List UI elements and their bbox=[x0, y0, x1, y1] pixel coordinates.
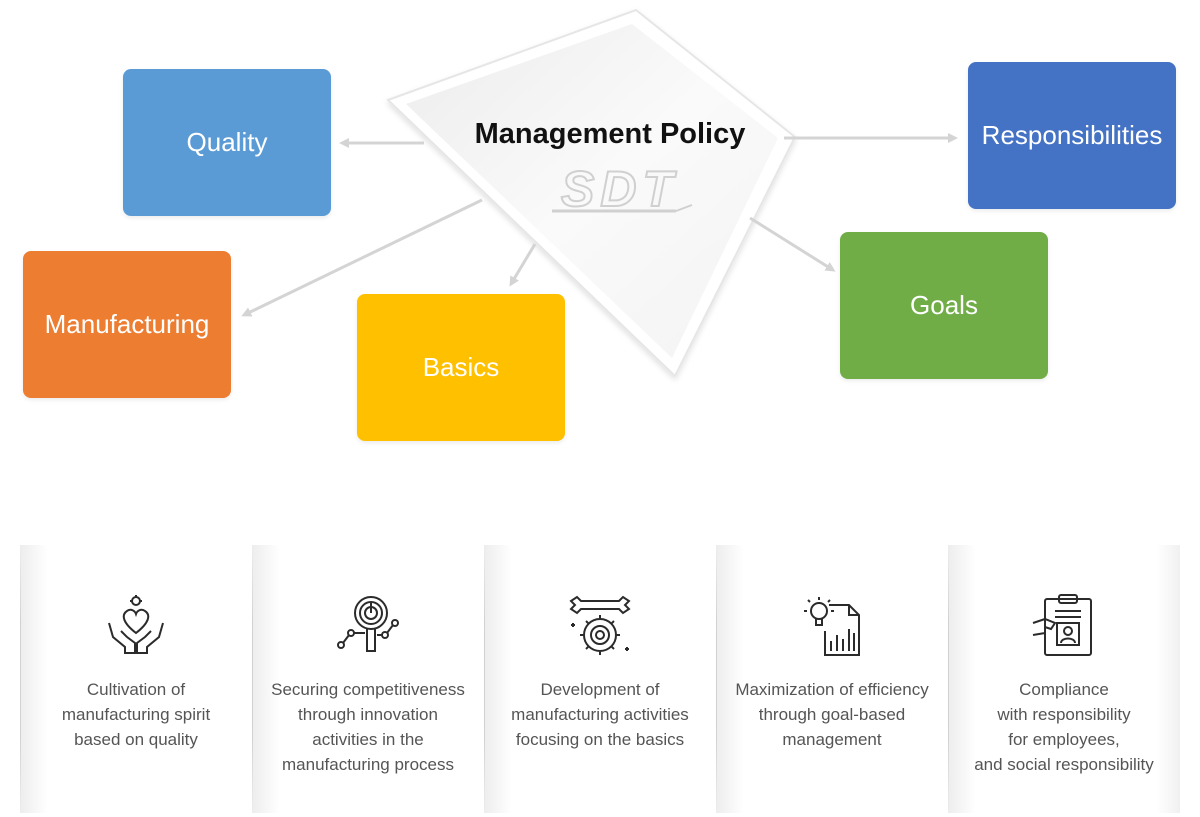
magnifier-chart-icon bbox=[337, 596, 399, 652]
panel-text-responsibility: Compliance with responsibility for emplo… bbox=[974, 680, 1154, 774]
heart-hands-icon bbox=[108, 595, 164, 654]
lightbulb-report-icon bbox=[804, 597, 860, 656]
panel-text-basics: Development of manufacturing activities … bbox=[511, 680, 689, 749]
center-diamond bbox=[386, 8, 797, 378]
quality-box: Quality bbox=[123, 69, 331, 216]
panel-basics: Development of manufacturing activities … bbox=[484, 545, 716, 813]
svg-text:SDT: SDT bbox=[561, 161, 679, 217]
arrow-to-basics bbox=[509, 243, 537, 287]
center-title: Management Policy bbox=[474, 118, 746, 150]
basics-box: Basics bbox=[357, 294, 565, 441]
arrow-to-manufacturing bbox=[241, 198, 483, 317]
clipboard-person-icon bbox=[1032, 594, 1092, 656]
panel-responsibility: Compliance with responsibility for emplo… bbox=[948, 545, 1180, 813]
responsibilities-box: Responsibilities bbox=[968, 62, 1176, 209]
panel-quality: Cultivation of manufacturing spirit base… bbox=[20, 545, 252, 813]
policy-panels: Cultivation of manufacturing spirit base… bbox=[20, 545, 1180, 813]
wrench-gear-icon bbox=[569, 595, 631, 655]
arrow-to-goals bbox=[749, 216, 836, 272]
panel-goals: Maximization of efficiency through goal-… bbox=[716, 545, 948, 813]
sdt-logo: SDT bbox=[552, 160, 693, 218]
goals-box: Goals bbox=[840, 232, 1048, 379]
panel-text-innovation: Securing competitiveness through innovat… bbox=[271, 680, 465, 774]
manufacturing-box: Manufacturing bbox=[23, 251, 231, 398]
management-policy-diagram: SDT Management Policy Quality Responsibi… bbox=[23, 8, 1176, 441]
panel-text-goals: Maximization of efficiency through goal-… bbox=[735, 680, 929, 749]
panel-innovation: Securing competitiveness through innovat… bbox=[252, 545, 484, 813]
panel-text-quality: Cultivation of manufacturing spirit base… bbox=[61, 680, 211, 749]
diagram-graphics: SDT bbox=[241, 8, 958, 378]
